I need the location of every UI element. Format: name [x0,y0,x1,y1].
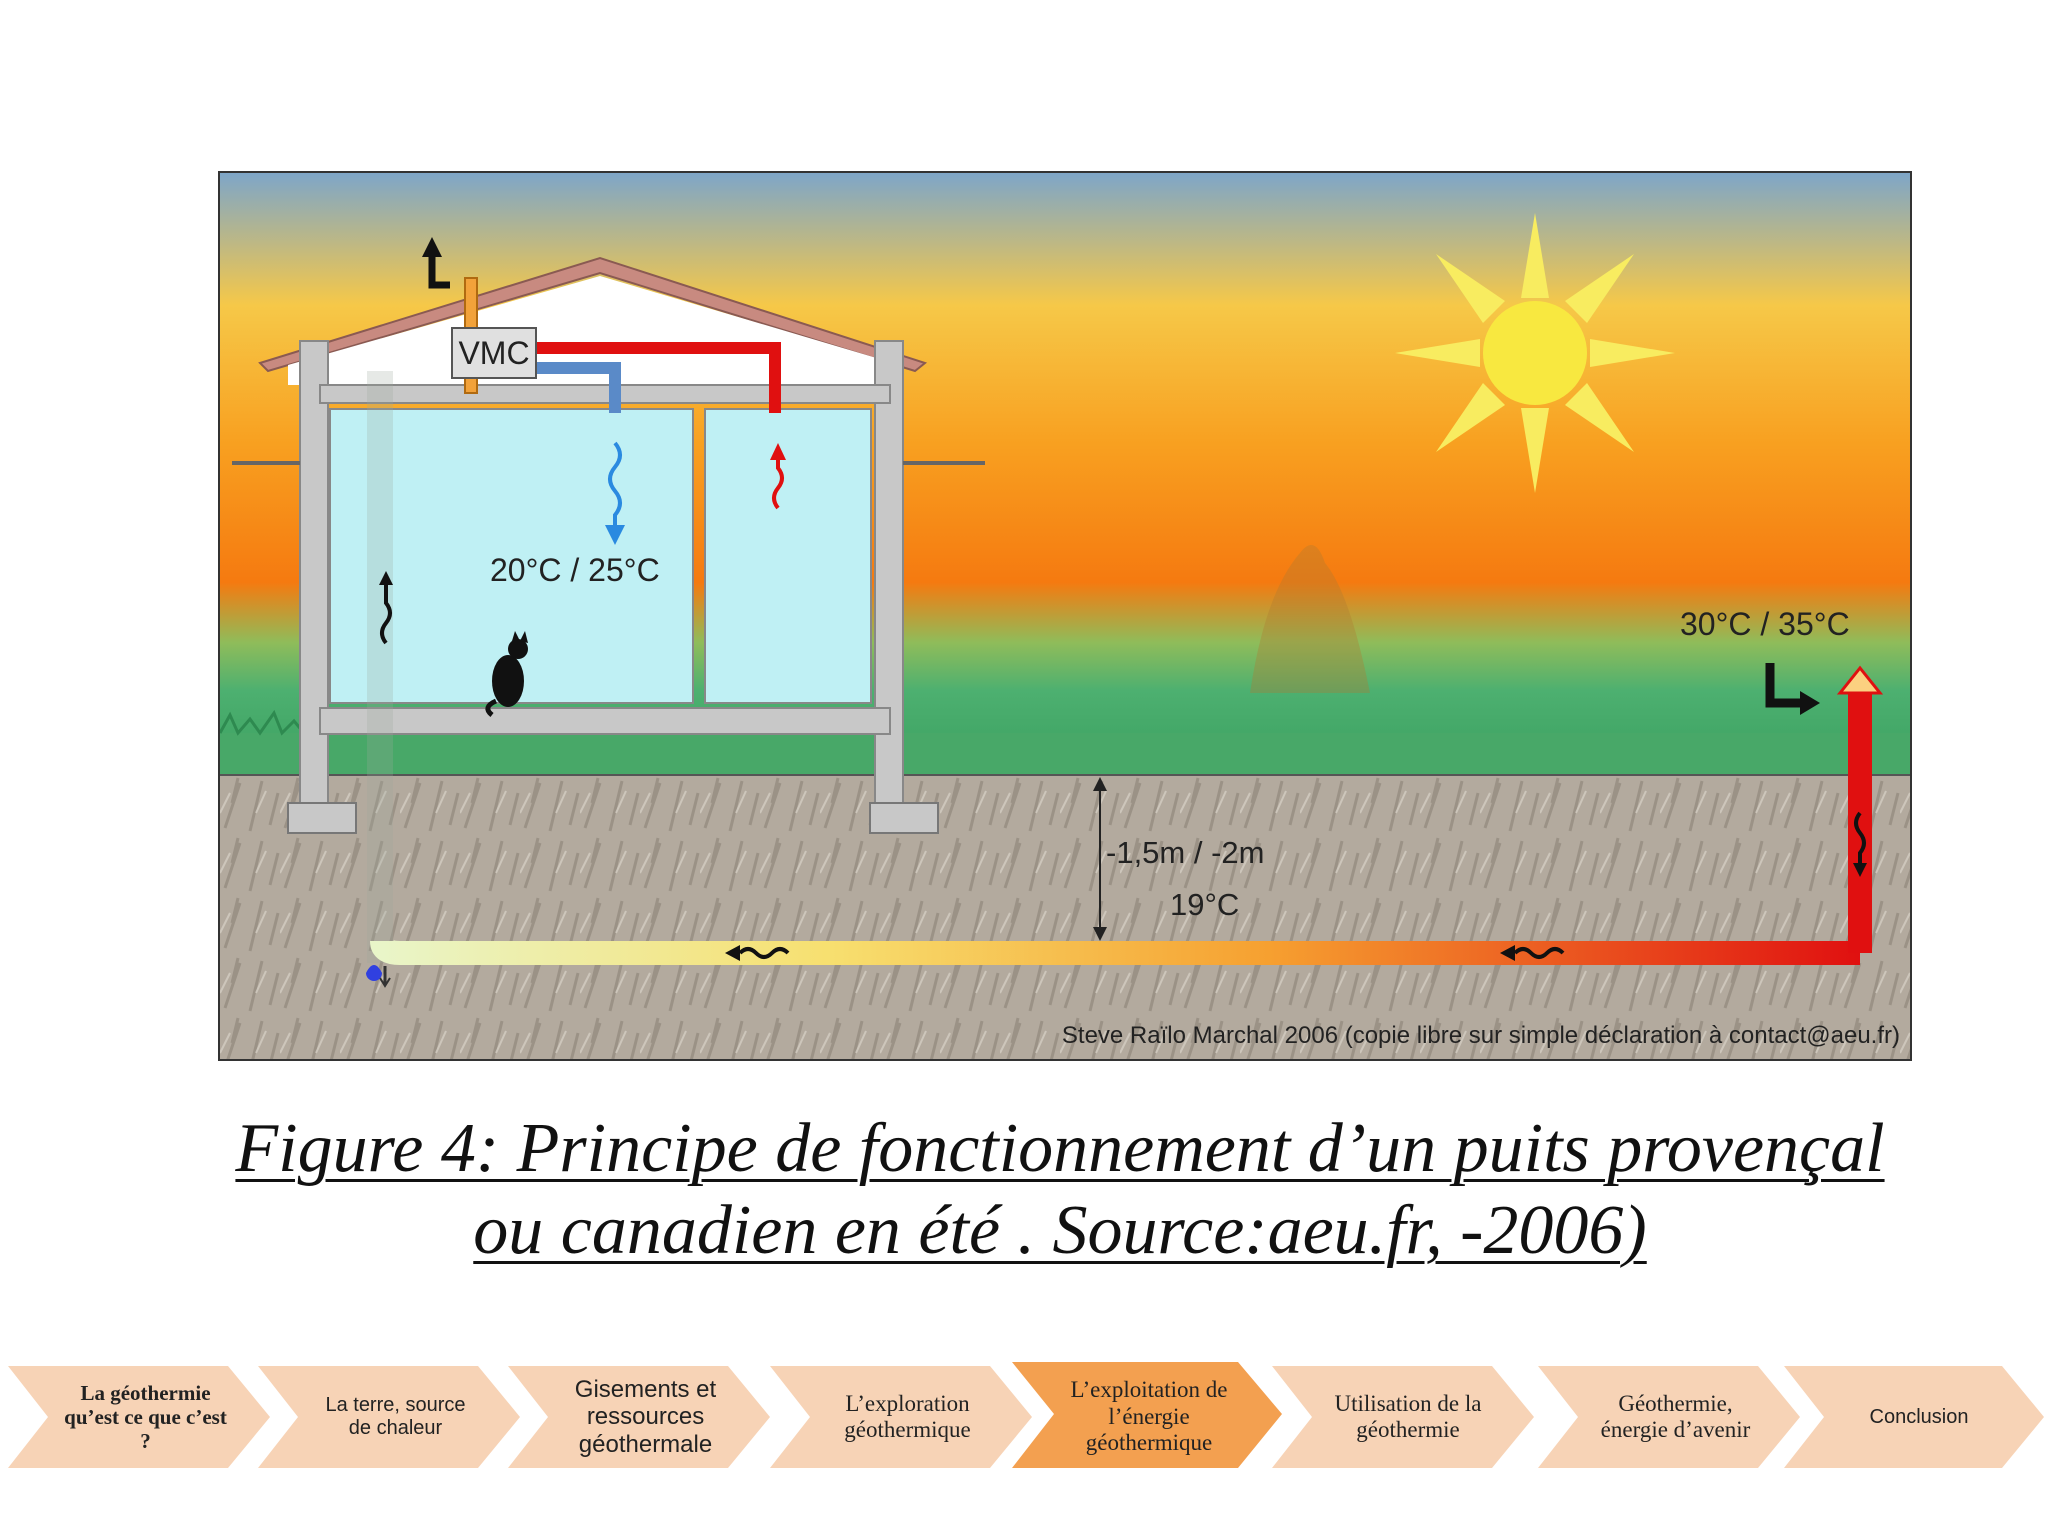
nav-step-5-label: L’exploitation de l’énergie géothermique [1070,1377,1228,1456]
figure-caption: Figure 4: Principe de fonctionnement d’u… [230,1108,1890,1272]
sun-icon [1395,213,1675,493]
nav-step-1-label: La géothermie qu’est ce que c’est ? [64,1380,227,1454]
room-right [704,408,872,704]
nav-step-2[interactable]: La terre, source de chaleur [258,1362,526,1472]
warm-air-arrow-icon [770,443,786,460]
indoor-temp: 20°C / 25°C [490,552,660,588]
ground-flow-arrow-icon [725,945,740,961]
nav-step-2-label: La terre, source de chaleur [325,1394,466,1439]
nav-step-8-label: Conclusion [1869,1405,1969,1428]
nav-step-6-label: Utilisation de la géothermie [1334,1390,1482,1442]
soil [220,775,1910,1059]
roof [258,256,928,373]
nav-step-3[interactable]: Gisements et ressources géothermale [508,1362,776,1472]
intake-flow-arrow-icon [1853,863,1867,877]
intake-arrow-icon [1800,691,1820,715]
outdoor-temp: 30°C / 35°C [1680,606,1850,642]
nav-step-8[interactable]: Conclusion [1784,1362,2048,1472]
riser-flow-arrow-icon [379,571,393,585]
caption-line-1: Figure 4: Principe de fonctionnement d’u… [235,1110,1885,1187]
diagram-canvas: VMC [220,173,1910,1059]
nav-step-7-label: Géothermie, énergie d’avenir [1600,1390,1751,1442]
exhaust-arrow-icon [422,237,442,257]
puits-provencal-diagram: VMC [218,171,1912,1061]
cool-supply-pipe [514,362,621,413]
nav-step-4-label: L’exploration géothermique [844,1390,971,1442]
nav-step-6[interactable]: Utilisation de la géothermie [1272,1362,1540,1472]
vmc-label: VMC [458,335,529,371]
section-nav: La géothermie qu’est ce que c’est ? La t… [0,1362,2048,1472]
credit-text: Steve Raïlo Marchal 2006 (copie libre su… [1062,1022,1900,1049]
right-wall [874,340,904,812]
ground-temp: 19°C [1170,887,1239,922]
left-wall [299,340,329,812]
nav-step-4[interactable]: L’exploration géothermique [770,1362,1038,1472]
nav-step-5-active[interactable]: L’exploitation de l’énergie géothermique [1012,1362,1284,1472]
nav-step-3-label: Gisements et ressources géothermale [574,1375,717,1458]
depth-label: -1,5m / -2m [1106,835,1264,870]
intake-cap-icon [1836,665,1884,695]
floor-slab [319,707,891,735]
condensate-drop-icon [366,965,382,981]
ground-flow-arrow-icon-2 [1500,945,1515,961]
distant-hill [1250,545,1370,693]
cool-air-arrow-icon [605,525,625,545]
cat-icon [485,631,528,717]
nav-step-1[interactable]: La géothermie qu’est ce que c’est ? [8,1362,276,1472]
grass [220,733,1910,778]
vmc-unit [451,327,537,379]
ground-pipe [370,939,1860,965]
nav-step-7[interactable]: Géothermie, énergie d’avenir [1538,1362,1806,1472]
caption-line-2: ou canadien en été . Source:aeu.fr, -200… [473,1192,1647,1269]
hot-supply-pipe [514,342,781,413]
